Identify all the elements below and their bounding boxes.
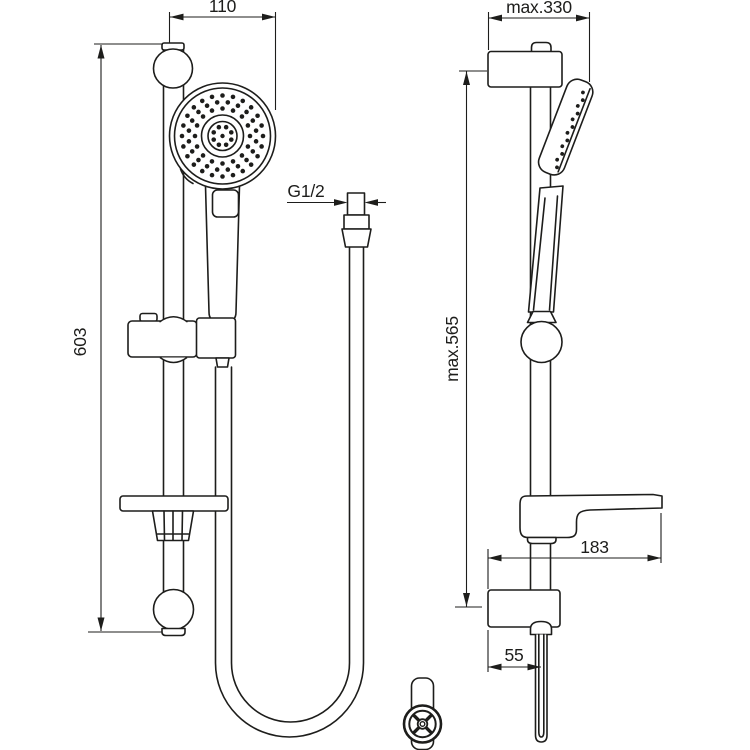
rail-bottom-bracket-front xyxy=(152,588,195,637)
rail-top-bracket-front xyxy=(152,42,194,89)
spray-mode-mark xyxy=(179,168,194,185)
hose-nut-front xyxy=(341,192,372,248)
dim-hose-wall-offset: 55 xyxy=(487,630,541,672)
side-face-dots xyxy=(555,90,585,170)
hose-front xyxy=(214,192,372,738)
hose-side xyxy=(529,620,553,743)
dim-soap-dish-depth: 183 xyxy=(487,513,662,589)
dim-hose-thread: G1/2 xyxy=(287,181,386,206)
hand-shower-handle-side xyxy=(527,185,564,313)
dim-max-mount-height: max.565 xyxy=(442,70,487,608)
shower-head-side xyxy=(537,78,594,176)
dim-label-110: 110 xyxy=(209,0,237,16)
slider-holder-front xyxy=(127,312,237,364)
front-view: 110 603 G1/2 xyxy=(70,0,386,738)
dim-label-max565: max.565 xyxy=(442,316,462,382)
dim-rail-length: 603 xyxy=(70,43,163,633)
hose-end-top-view xyxy=(402,677,443,750)
soap-dish-side xyxy=(519,493,663,545)
front-face-dots xyxy=(179,93,266,179)
dim-label-603: 603 xyxy=(70,328,90,357)
dim-label-183: 183 xyxy=(580,537,609,557)
shower-head-front xyxy=(168,82,277,190)
wall-bracket-top-side xyxy=(487,41,563,88)
side-view: max.330 max.565 183 55 xyxy=(442,0,663,743)
dim-label-g12: G1/2 xyxy=(287,181,324,201)
handle-hose-stub-front xyxy=(215,357,230,368)
hand-shower-handle-front xyxy=(204,185,241,322)
dim-label-55: 55 xyxy=(504,645,523,665)
dim-label-max330: max.330 xyxy=(506,0,572,17)
slider-ball-side xyxy=(520,310,563,364)
dim-max-depth: max.330 xyxy=(487,0,591,82)
dim-head-diameter: 110 xyxy=(168,0,277,110)
wall-bracket-bottom-side xyxy=(487,589,561,628)
handwheel-icon xyxy=(402,704,443,744)
soap-dish-front xyxy=(119,495,229,542)
